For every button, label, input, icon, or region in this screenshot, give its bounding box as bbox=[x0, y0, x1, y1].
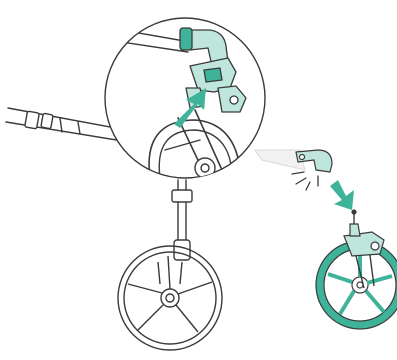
arrow-down-icon bbox=[330, 180, 354, 210]
click-motion-icon bbox=[292, 172, 318, 190]
detail-magnifier bbox=[105, 18, 265, 178]
rear-wheel-icon bbox=[118, 246, 222, 350]
front-wheel-icon bbox=[316, 210, 397, 329]
